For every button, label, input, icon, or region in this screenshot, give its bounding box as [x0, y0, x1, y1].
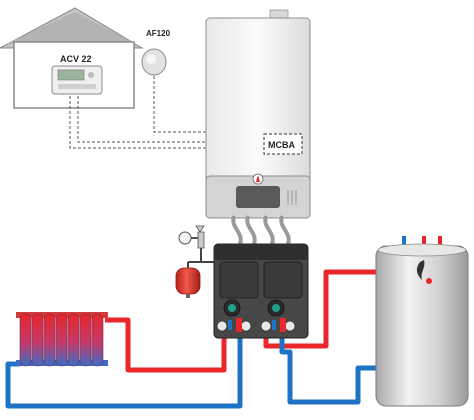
block-gauges: [216, 318, 296, 332]
controller-label: MCBA: [268, 140, 295, 150]
safety-valve-icon: [178, 225, 205, 249]
boiler-icon: [205, 9, 311, 219]
hydraulic-block: [213, 243, 309, 339]
tank-hot-pipe: [263, 269, 376, 349]
thermostat-icon: [51, 65, 103, 95]
outdoor-sensor-icon: [141, 48, 167, 76]
radiator-hot-pipe: [105, 317, 227, 373]
radiator-icon: [16, 312, 108, 367]
thermostat-label: ACV 22: [60, 54, 92, 64]
controller-box: MCBA: [263, 133, 303, 155]
outdoor-sensor-label: AF120: [146, 29, 171, 38]
expansion-vessel-icon: [175, 267, 201, 298]
radiator-cold-pipe: [5, 334, 243, 409]
pump-icon: [223, 299, 285, 317]
tank-cold-pipe: [279, 334, 376, 405]
hot-water-tank-icon: [375, 243, 469, 407]
boiler-connectors: [231, 215, 291, 245]
